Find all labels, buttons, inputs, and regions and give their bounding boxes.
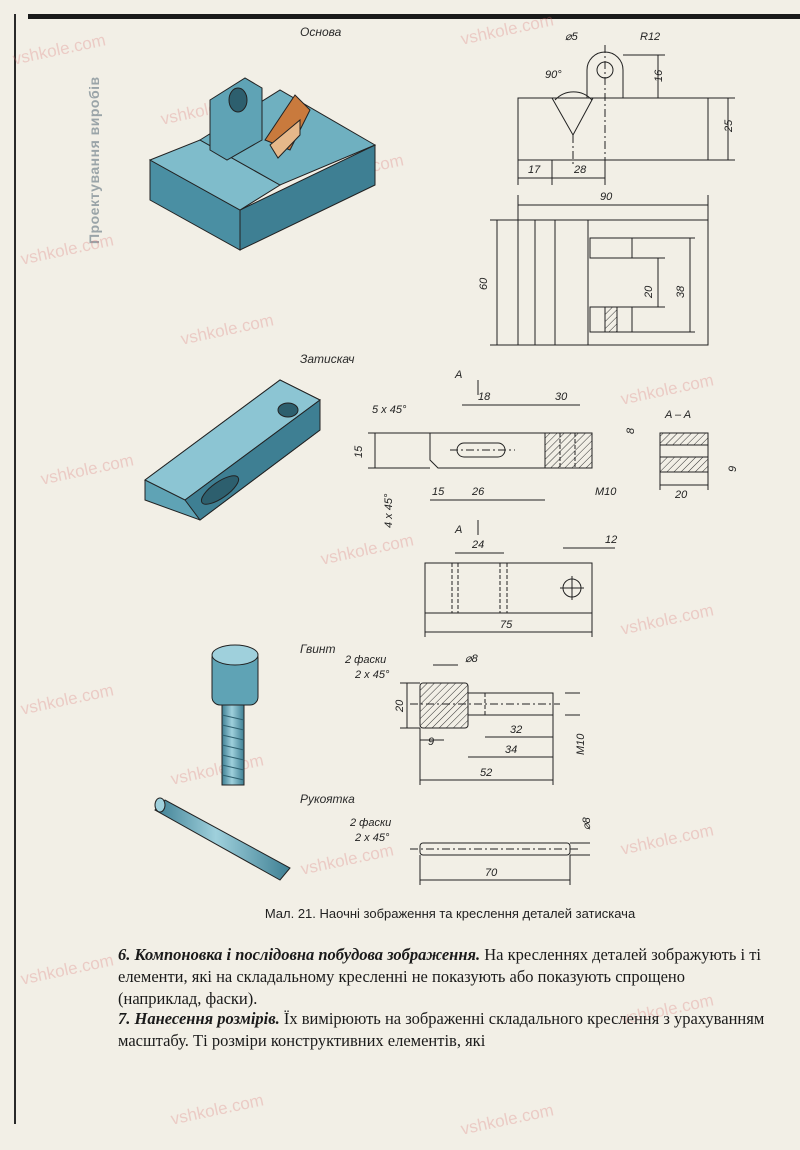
dim-screw-9: 9: [428, 736, 434, 748]
base-isometric: [148, 77, 377, 251]
dim-screw-32: 32: [510, 724, 522, 736]
dim-screw-chamf: 2 x 45°: [354, 669, 390, 681]
top-border: [28, 14, 800, 19]
dim-w24: 24: [471, 539, 484, 551]
dim-w75: 75: [500, 619, 513, 631]
paragraph-7-heading: 7. Нанесення розмірів.: [118, 1009, 280, 1028]
screw-isometric: [211, 644, 259, 786]
figure-caption: Мал. 21. Наочні зображення та креслення …: [264, 906, 636, 921]
clamp-front-view: [368, 380, 593, 535]
label-screw: Гвинт: [300, 642, 336, 656]
dim-chamf5: 5 x 45°: [372, 404, 407, 416]
dim-handle-d8: ⌀8: [581, 816, 593, 830]
base-front-view: [517, 45, 735, 185]
dim-h60: 60: [478, 277, 490, 290]
dim-handle-chamf-count: 2 фаски: [349, 817, 391, 829]
section-aa: [659, 432, 709, 490]
paragraph-6-heading: 6. Компоновка і послідовна побудова зобр…: [118, 945, 481, 964]
dim-h20: 20: [643, 285, 655, 299]
dim-r12: R12: [640, 31, 660, 43]
paragraph-7-text: Їх вимірюють на зображенні складального …: [118, 1009, 765, 1050]
dim-handle-70: 70: [485, 867, 498, 879]
dim-secA-bottom: A: [454, 524, 462, 536]
dim-w90: 90: [600, 191, 613, 203]
label-handle: Рукоятка: [300, 792, 355, 806]
dim-screw-34: 34: [505, 744, 517, 756]
dim-w18: 18: [478, 391, 491, 403]
left-border: [14, 14, 16, 1124]
dim-h25: 25: [723, 119, 735, 133]
dim-d5: ⌀5: [565, 31, 579, 43]
dim-w17: 17: [528, 164, 541, 176]
dim-w15: 15: [432, 486, 445, 498]
dim-w12: 12: [605, 534, 617, 546]
screw-drawing: [400, 664, 580, 785]
dim-secA-top: A: [454, 369, 462, 381]
dim-secAA: A – A: [664, 409, 691, 421]
dim-a90: 90°: [545, 69, 562, 81]
dim-h9: 9: [727, 466, 739, 472]
clamp-isometric: [144, 379, 321, 521]
label-clamp: Затискач: [300, 352, 355, 366]
dim-m10: M10: [595, 486, 617, 498]
dim-w30: 30: [555, 391, 568, 403]
dim-chamf4: 4 x 45°: [383, 493, 395, 528]
dim-w26: 26: [471, 486, 485, 498]
handle-isometric: [154, 797, 291, 881]
paragraph-6-text: На кресленнях деталей зображують і ті ел…: [118, 945, 762, 1008]
label-base: Основа: [300, 25, 342, 39]
dim-h8: 8: [625, 427, 637, 434]
dim-handle-chamf: 2 x 45°: [354, 832, 390, 844]
handle-drawing: [410, 842, 590, 885]
dim-h38: 38: [675, 285, 687, 298]
dim-h15-left: 15: [353, 445, 365, 458]
dim-screw-d8: ⌀8: [465, 653, 479, 665]
base-top-view: [490, 195, 709, 346]
paragraph-7: 7. Нанесення розмірів. Їх вимірюють на з…: [118, 1008, 768, 1052]
dim-screw-h20: 20: [394, 699, 406, 713]
paragraph-6: 6. Компоновка і послідовна побудова зобр…: [118, 944, 768, 1010]
dim-screw-m10: M10: [575, 733, 587, 755]
dim-w28: 28: [573, 164, 587, 176]
dim-screw-52: 52: [480, 767, 492, 779]
clamp-top-view: [424, 547, 615, 637]
dim-w20-sec: 20: [674, 489, 688, 501]
dim-screw-chamf-count: 2 фаски: [344, 654, 386, 666]
dim-h16: 16: [653, 69, 665, 82]
